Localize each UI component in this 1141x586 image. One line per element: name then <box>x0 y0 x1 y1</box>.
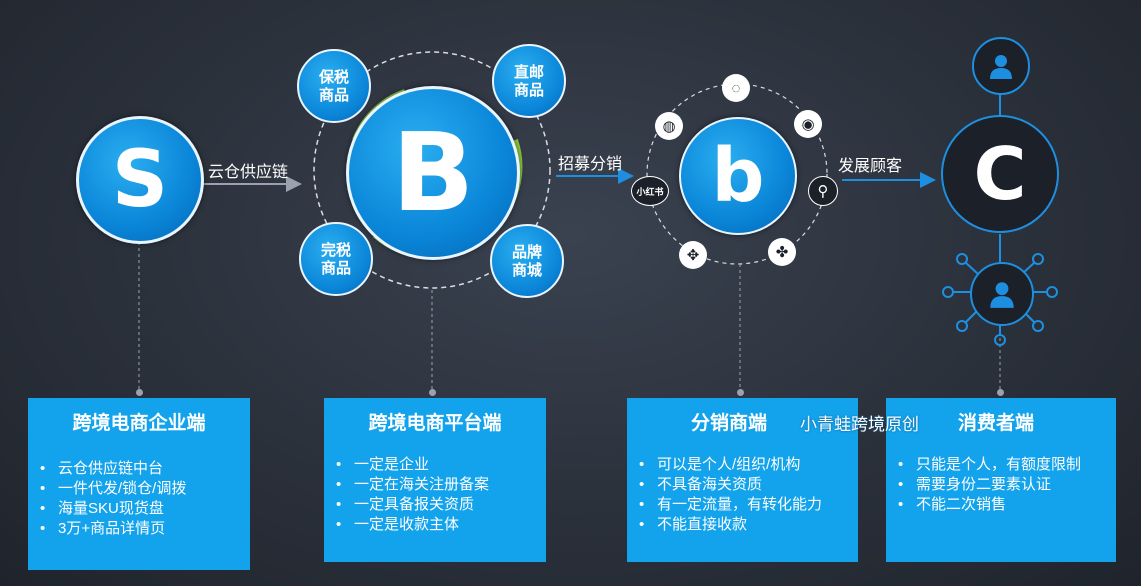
satellite-brand-mall: 品牌 商城 <box>490 224 564 298</box>
panel-list: 一定是企业 一定在海关注册备案 一定具备报关资质 一定是收款主体 <box>324 455 546 535</box>
person-icon <box>990 282 1014 308</box>
list-item: 一定在海关注册备案 <box>324 475 546 495</box>
wechat-icon: ◌ <box>722 74 750 102</box>
wechat-moments-icon: ◍ <box>655 112 683 140</box>
search-icon: ⚲ <box>808 176 838 206</box>
list-item: 一定具备报关资质 <box>324 495 546 515</box>
list-item: 一定是企业 <box>324 455 546 475</box>
node-b: B <box>346 86 520 260</box>
satellite-direct-mail-goods: 直邮 商品 <box>492 44 566 118</box>
list-item: 一件代发/锁仓/调拨 <box>28 479 250 499</box>
list-item: 云仓供应链中台 <box>28 459 250 479</box>
list-item: 需要身份二要素认证 <box>886 475 1116 495</box>
list-item: 可以是个人/组织/机构 <box>627 455 858 475</box>
xiaohongshu-label: 小红书 <box>636 186 664 197</box>
person-icon <box>990 55 1012 79</box>
satellite-duty-paid-goods: 完税 商品 <box>299 222 373 296</box>
arrow-label-develop-customers: 发展顾客 <box>838 158 903 175</box>
panel-title: 消费者端 <box>958 412 1035 434</box>
panel-title: 跨境电商平台端 <box>368 412 502 434</box>
panel-enterprise: 跨境电商企业端 云仓供应链中台 一件代发/锁仓/调拨 海量SKU现货盘 3万+商… <box>28 398 250 570</box>
satellite-bonded-goods: 保税 商品 <box>297 49 371 123</box>
panel-list: 可以是个人/组织/机构 不具备海关资质 有一定流量，有转化能力 不能直接收款 <box>627 455 858 535</box>
node-distributor-b: b <box>679 117 797 235</box>
panel-title: 跨境电商企业端 <box>72 412 206 434</box>
list-item: 不能直接收款 <box>627 515 858 535</box>
baidu-icon: ✥ <box>679 241 707 269</box>
panel-list: 只能是个人，有额度限制 需要身份二要素认证 不能二次销售 <box>886 455 1116 515</box>
list-item: 海量SKU现货盘 <box>28 499 250 519</box>
consumer-avatar-network <box>970 262 1034 326</box>
drop-dot-b <box>429 389 436 396</box>
clover-icon: ✤ <box>768 238 796 266</box>
arrow-label-recruit-distribution: 招募分销 <box>558 156 623 173</box>
list-item: 有一定流量，有转化能力 <box>627 495 858 515</box>
consumer-avatar-top <box>972 37 1030 95</box>
xiaohongshu-icon: 小红书 <box>631 176 669 206</box>
panel-distributor: 分销商端 可以是个人/组织/机构 不具备海关资质 有一定流量，有转化能力 不能直… <box>627 398 858 562</box>
panel-consumer: 消费者端 只能是个人，有额度限制 需要身份二要素认证 不能二次销售 <box>886 398 1116 562</box>
node-s: S <box>76 116 204 244</box>
arrow-label-cloud-supply-chain: 云仓供应链 <box>208 164 289 181</box>
weibo-icon: ◉ <box>794 110 822 138</box>
b-orbit <box>313 51 551 289</box>
list-item: 3万+商品详情页 <box>28 519 250 539</box>
drop-dot-s <box>136 389 143 396</box>
drop-dot-bs <box>737 389 744 396</box>
panel-title: 分销商端 <box>691 412 768 434</box>
list-item: 不具备海关资质 <box>627 475 858 495</box>
watermark-text: 小青蛙跨境原创 <box>800 415 919 434</box>
list-item: 一定是收款主体 <box>324 515 546 535</box>
panel-list: 云仓供应链中台 一件代发/锁仓/调拨 海量SKU现货盘 3万+商品详情页 <box>28 459 250 539</box>
panel-platform: 跨境电商平台端 一定是企业 一定在海关注册备案 一定具备报关资质 一定是收款主体 <box>324 398 546 562</box>
drop-dot-c <box>997 389 1004 396</box>
bs-orbit <box>646 83 828 265</box>
node-c: C <box>941 115 1059 233</box>
list-item: 只能是个人，有额度限制 <box>886 455 1116 475</box>
list-item: 不能二次销售 <box>886 495 1116 515</box>
